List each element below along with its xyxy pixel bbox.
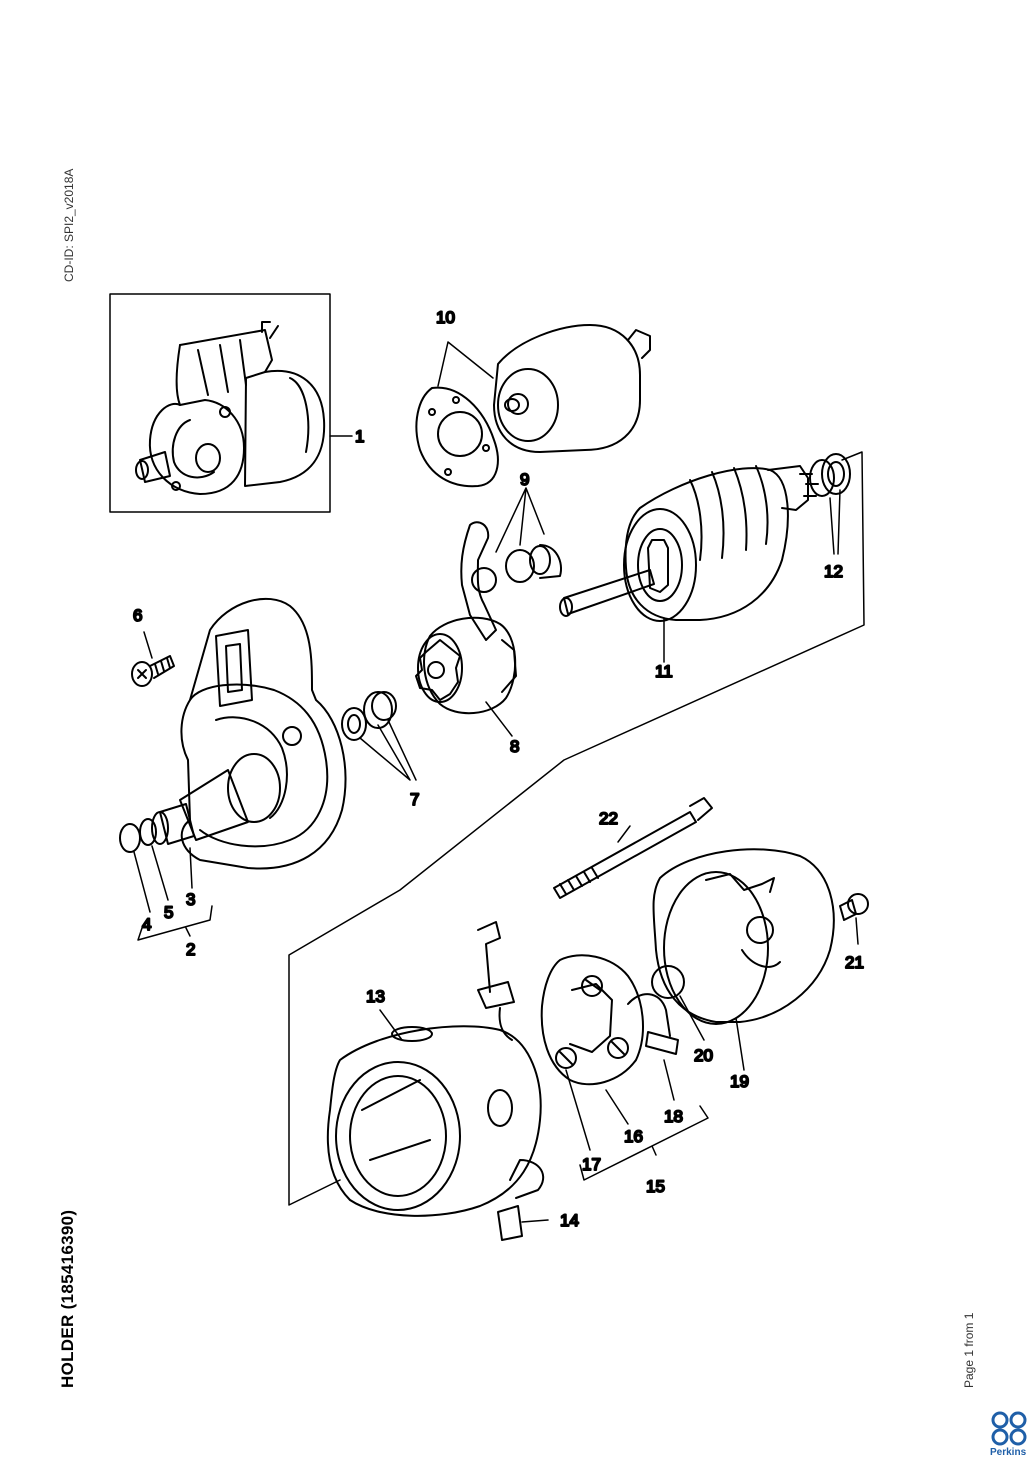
callout-6: 6 <box>133 606 142 625</box>
callout-11: 11 <box>655 662 673 681</box>
callout-14: 14 <box>560 1211 579 1230</box>
section-frame-line <box>288 451 865 1206</box>
part-13-yoke <box>326 921 549 1241</box>
callout-19: 19 <box>730 1072 749 1091</box>
callout-15: 15 <box>646 1177 665 1196</box>
part-9-shift-lever <box>460 487 562 641</box>
callout-5: 5 <box>164 903 173 922</box>
callout-16: 16 <box>624 1127 643 1146</box>
part-19-end-cover <box>652 848 835 1071</box>
callout-17: 17 <box>582 1155 601 1174</box>
callout-13: 13 <box>366 987 385 1006</box>
callout-20: 20 <box>694 1046 713 1065</box>
part-11-armature <box>559 465 819 663</box>
callout-1: 1 <box>355 427 364 446</box>
callout-10: 10 <box>436 308 455 327</box>
callout-22: 22 <box>599 809 618 828</box>
part-6-screw <box>131 631 175 687</box>
part-22-through-bolt <box>553 797 713 899</box>
part-2-drive-housing <box>119 597 347 941</box>
part-8-pinion <box>415 616 517 737</box>
part-10-solenoid <box>415 324 651 488</box>
callout-21: 21 <box>845 953 864 972</box>
part-1-starter-motor <box>109 293 353 513</box>
part-21-screw <box>839 893 869 945</box>
part-15-brush-holder <box>540 954 709 1181</box>
callout-9: 9 <box>520 470 529 489</box>
part-12-washers <box>809 453 851 555</box>
callout-2: 2 <box>186 940 195 959</box>
callout-18: 18 <box>664 1107 683 1126</box>
perkins-logo-icon <box>991 1411 1027 1446</box>
brand-name: Perkins <box>990 1447 1027 1458</box>
callout-4: 4 <box>142 915 151 934</box>
part-7-rings <box>341 691 417 781</box>
callout-8: 8 <box>510 737 519 756</box>
callout-3: 3 <box>186 890 195 909</box>
callout-7: 7 <box>410 790 419 809</box>
callout-12: 12 <box>824 562 843 581</box>
part-20-bushing <box>651 965 705 1041</box>
